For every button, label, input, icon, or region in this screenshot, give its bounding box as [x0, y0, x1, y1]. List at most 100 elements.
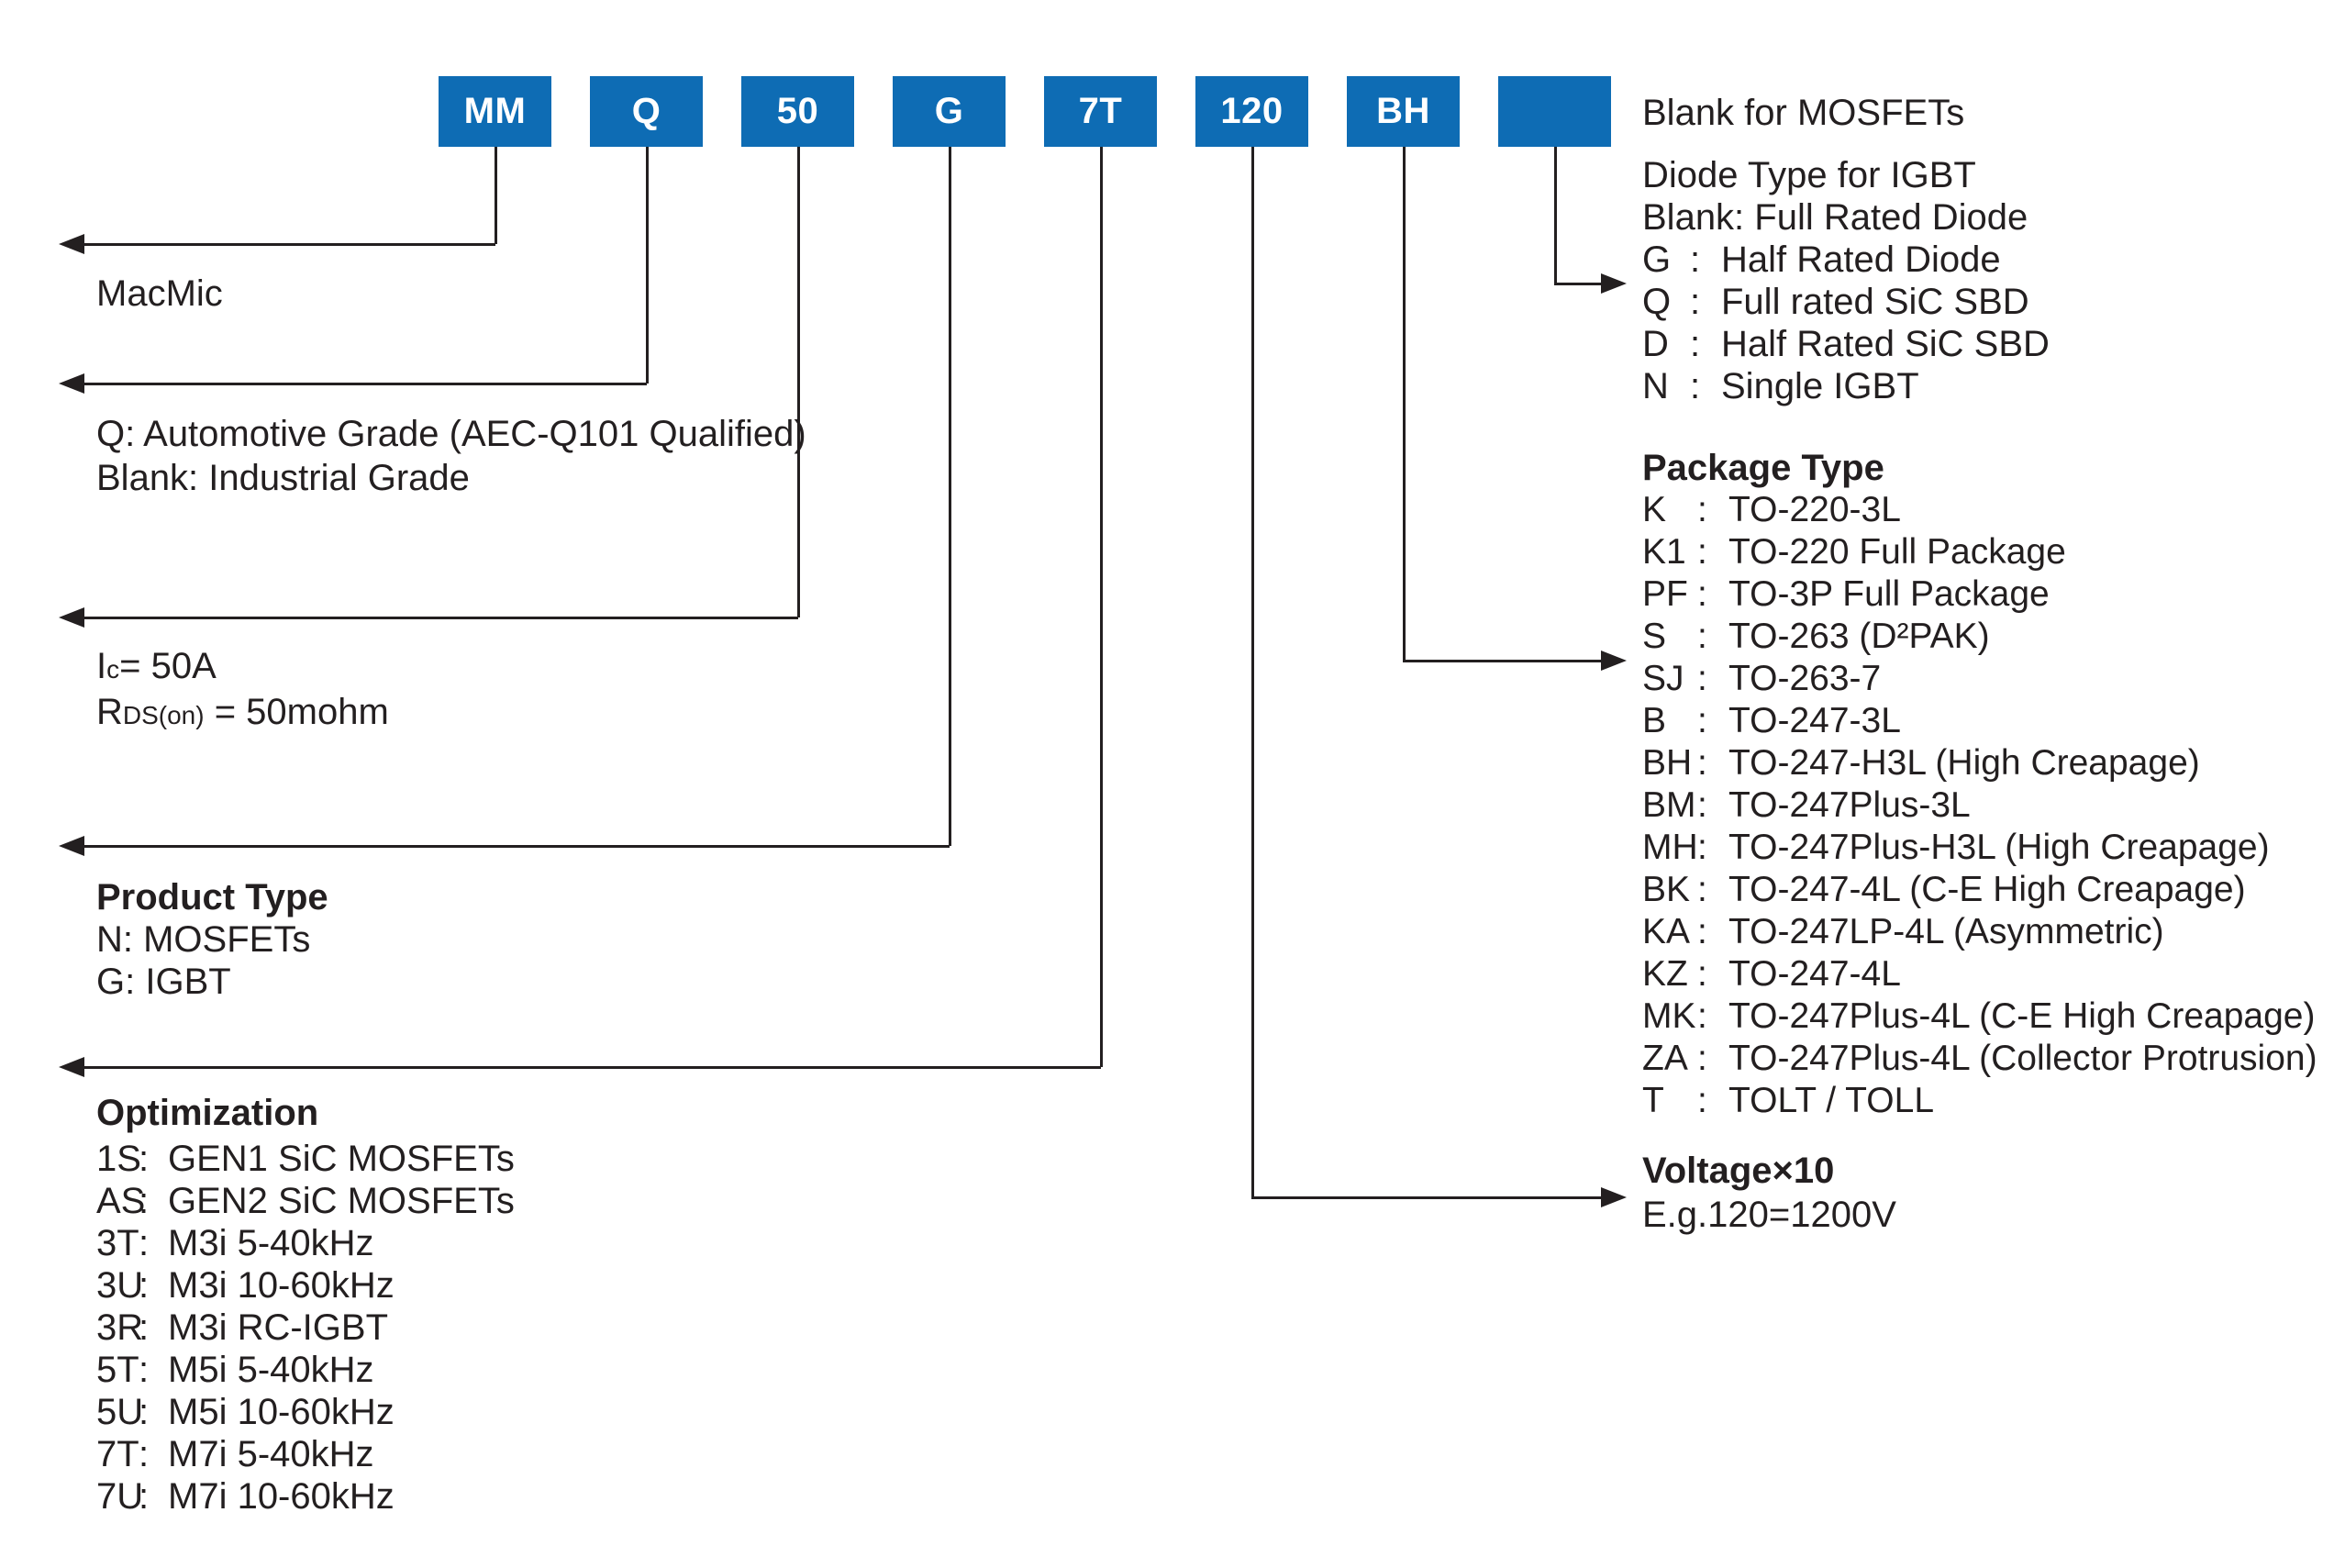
- package-type-item: KA:TO-247LP-4L (Asymmetric): [1642, 911, 2164, 953]
- rdson-line: RDS(on) = 50mohm: [96, 692, 389, 732]
- connector-hline-package: [1402, 659, 1602, 662]
- item-code: S: [1642, 617, 1667, 656]
- product-type-heading: Product Type: [96, 877, 328, 917]
- item-code: 3U: [96, 1265, 144, 1306]
- item-code: 1S: [96, 1139, 141, 1179]
- item-code: B: [1642, 701, 1667, 740]
- item-code: MH: [1642, 828, 1698, 867]
- connector-hline-current: [83, 616, 798, 619]
- item-code: 3R: [96, 1307, 144, 1348]
- item-colon: :: [139, 1181, 150, 1221]
- item-desc: Half Rated SiC SBD: [1721, 324, 2050, 364]
- arrow-left-icon: [59, 606, 84, 628]
- package-type-item: ZA:TO-247Plus-4L (Collector Protrusion): [1642, 1038, 2317, 1080]
- product-type-item: N: MOSFETs: [96, 919, 311, 960]
- item-colon: :: [1697, 701, 1707, 740]
- item-code: SJ: [1642, 659, 1684, 698]
- connector-vline-7t: [1099, 147, 1103, 1067]
- voltage-heading: Voltage×10: [1642, 1151, 1835, 1191]
- item-colon: :: [1697, 1039, 1707, 1078]
- item-colon: :: [1697, 490, 1707, 529]
- item-colon: :: [1690, 366, 1701, 406]
- connector-vline-bh: [1402, 147, 1406, 661]
- item-desc: TO-247-H3L (High Creapage): [1728, 743, 2200, 783]
- item-desc: TO-263 (D²PAK): [1728, 617, 1990, 656]
- part-code-label: MM: [463, 91, 527, 131]
- item-desc: TO-247Plus-3L: [1728, 785, 1971, 825]
- part-code-box-mm: MM: [439, 76, 551, 147]
- item-colon: :: [1697, 617, 1707, 656]
- package-type-item: SJ:TO-263-7: [1642, 658, 1881, 700]
- subscript: DS(on): [122, 701, 205, 729]
- item-colon: :: [1697, 870, 1707, 909]
- connector-vline-q: [645, 147, 649, 384]
- connector-vline-120: [1250, 147, 1254, 1197]
- item-colon: :: [139, 1265, 150, 1306]
- item-colon: :: [1690, 239, 1701, 280]
- part-code-box-blank: [1498, 76, 1611, 147]
- connector-hline-macmic: [83, 242, 495, 246]
- package-type-heading: Package Type: [1642, 448, 1884, 488]
- item-desc: TO-247Plus-4L (C-E High Creapage): [1728, 996, 2316, 1036]
- item-code: G: [1642, 239, 1672, 280]
- connector-hline-grade: [83, 382, 647, 385]
- item-desc: M3i 5-40kHz: [168, 1223, 374, 1263]
- item-code: BM: [1642, 785, 1696, 825]
- item-colon: :: [1697, 996, 1707, 1036]
- item-desc: M3i 10-60kHz: [168, 1265, 395, 1306]
- part-code-box-120: 120: [1195, 76, 1308, 147]
- optimization-item: 5U:M5i 10-60kHz: [96, 1391, 395, 1433]
- optimization-item: 3U: M3i 10-60kHz: [96, 1264, 395, 1307]
- package-type-item: K1:TO-220 Full Package: [1642, 531, 2066, 573]
- connector-hline-optimization: [83, 1065, 1101, 1069]
- item-code: 7T: [96, 1434, 139, 1474]
- item-desc: TO-263-7: [1728, 659, 1882, 698]
- package-type-item: BM:TO-247Plus-3L: [1642, 784, 1971, 827]
- connector-hline-diode-type: [1553, 282, 1602, 285]
- item-code: BK: [1642, 870, 1691, 909]
- item-desc: M7i 5-40kHz: [168, 1434, 374, 1474]
- item-colon: :: [1697, 912, 1707, 951]
- item-desc: TO-247Plus-H3L (High Creapage): [1728, 828, 2270, 867]
- package-type-item: MH:TO-247Plus-H3L (High Creapage): [1642, 827, 2270, 869]
- diode-type-heading: Diode Type for IGBT: [1642, 155, 1976, 195]
- item-desc: M3i RC-IGBT: [168, 1307, 388, 1348]
- arrow-left-icon: [59, 233, 84, 254]
- arrow-left-icon: [59, 1056, 84, 1077]
- part-code-label: BH: [1376, 91, 1430, 131]
- package-type-item: BK:TO-247-4L (C-E High Creapage): [1642, 869, 2246, 911]
- package-type-item: T:TOLT / TOLL: [1642, 1080, 1934, 1122]
- item-colon: :: [139, 1434, 150, 1474]
- item-desc: Single IGBT: [1721, 366, 1919, 406]
- subscript: c: [106, 655, 120, 684]
- item-code: D: [1642, 324, 1669, 364]
- grade-blank-line: Blank: Industrial Grade: [96, 458, 470, 498]
- arrow-right-icon: [1601, 1186, 1627, 1207]
- blank-for-mosfets-label: Blank for MOSFETs: [1642, 93, 1965, 133]
- part-code-label: 7T: [1078, 91, 1123, 131]
- item-colon: :: [139, 1139, 150, 1179]
- part-code-label: G: [934, 91, 964, 131]
- arrow-left-icon: [59, 835, 84, 856]
- item-colon: :: [139, 1307, 150, 1348]
- part-code-box-7t: 7T: [1044, 76, 1157, 147]
- item-desc: TO-220 Full Package: [1728, 532, 2066, 572]
- part-code-box-q: Q: [590, 76, 703, 147]
- item-desc: TO-247-3L: [1728, 701, 1901, 740]
- diode-type-item: D:Half Rated SiC SBD: [1642, 323, 2050, 365]
- part-code-label: 50: [776, 91, 819, 131]
- package-type-item: MK:TO-247Plus-4L (C-E High Creapage): [1642, 995, 2315, 1038]
- item-colon: :: [1697, 532, 1707, 572]
- connector-vline-blank: [1553, 147, 1557, 284]
- item-code: ZA: [1642, 1039, 1688, 1078]
- grade-q-line: Q: Automotive Grade (AEC-Q101 Qualified): [96, 414, 806, 454]
- item-code: 5U: [96, 1392, 144, 1432]
- connector-hline-voltage: [1250, 1195, 1602, 1199]
- arrow-left-icon: [59, 373, 84, 394]
- diode-type-item: N:Single IGBT: [1642, 365, 1919, 407]
- item-code: Q: [1642, 282, 1672, 322]
- package-type-item: BH:TO-247-H3L (High Creapage): [1642, 742, 2200, 784]
- optimization-item: 7T: M7i 5-40kHz: [96, 1433, 374, 1475]
- item-code: KZ: [1642, 954, 1688, 994]
